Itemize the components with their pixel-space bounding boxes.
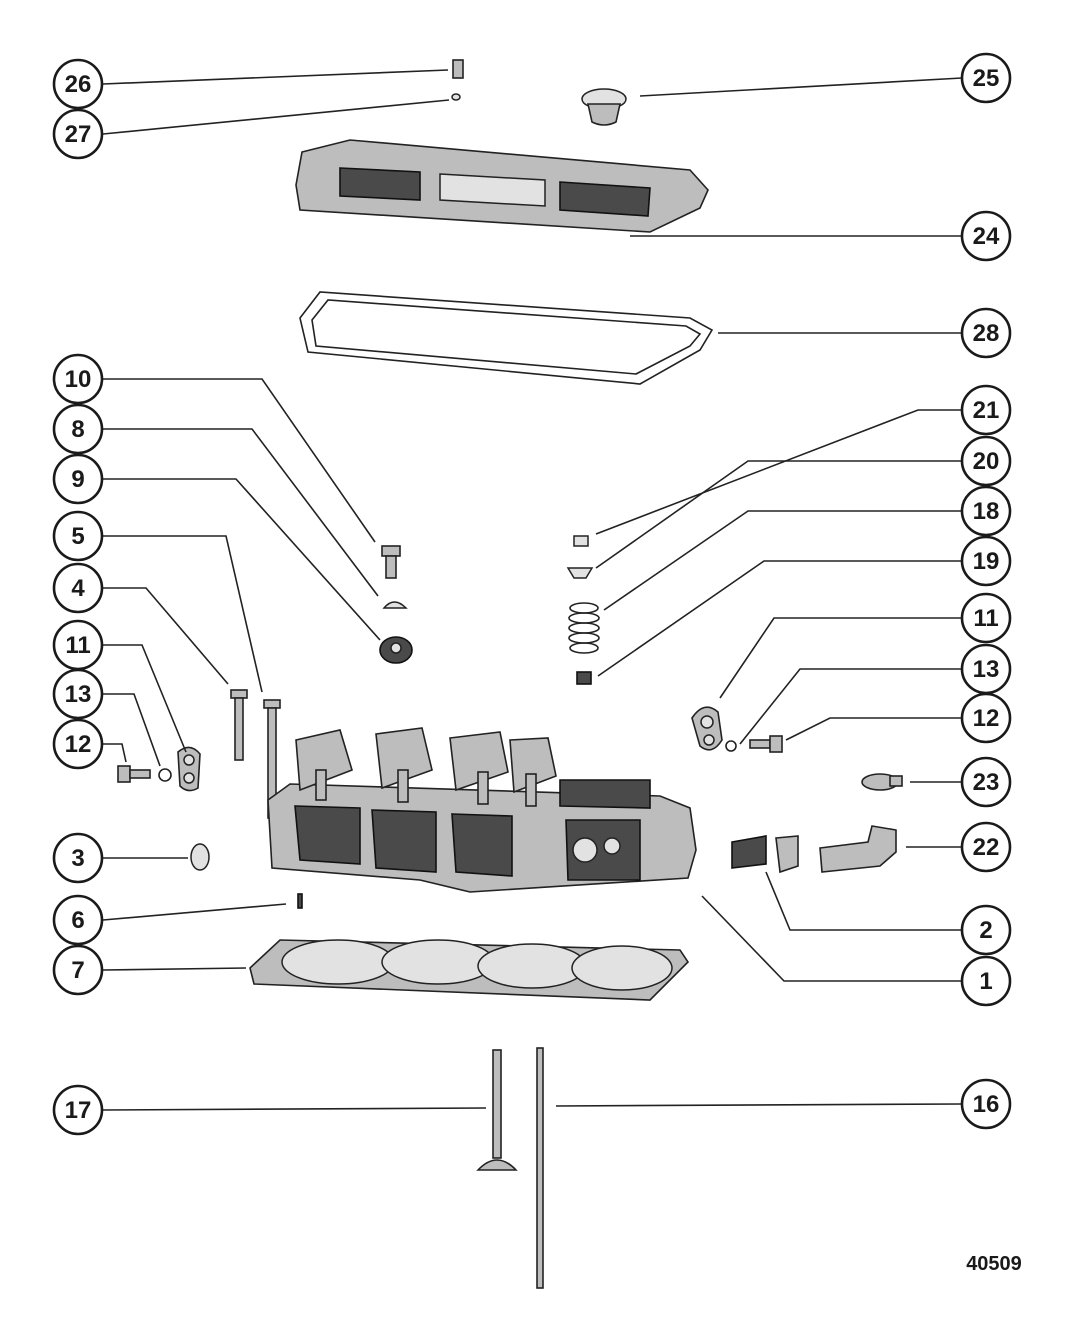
part-8-rocker-ball xyxy=(382,601,408,609)
part-27-washer xyxy=(451,93,461,101)
callout-9: 9 xyxy=(52,453,104,505)
callout-19: 19 xyxy=(960,535,1012,587)
callout-23-label: 23 xyxy=(973,769,1000,796)
callout-3-label: 3 xyxy=(71,845,84,872)
callout-7: 7 xyxy=(52,944,104,996)
part-19-valve-seal xyxy=(576,671,592,685)
callout-18: 18 xyxy=(960,485,1012,537)
part-13-left-washer xyxy=(158,768,172,782)
part-12-right-bolt xyxy=(749,735,783,753)
callout-21: 21 xyxy=(960,384,1012,436)
callout-12-right-label: 12 xyxy=(973,705,1000,732)
callout-5-label: 5 xyxy=(71,523,84,550)
callout-28-label: 28 xyxy=(973,320,1000,347)
callout-13-right-label: 13 xyxy=(973,656,1000,683)
callout-12-left: 12 xyxy=(52,718,104,770)
callout-8-label: 8 xyxy=(71,416,84,443)
part-fitting-nipple xyxy=(775,835,799,874)
part-6-dowel-pin xyxy=(297,893,303,909)
part-16-push-rod xyxy=(536,1047,544,1289)
part-13-right-washer xyxy=(725,740,737,752)
part-10-rocker-stud xyxy=(381,545,401,579)
callout-17: 17 xyxy=(52,1084,104,1136)
callout-20: 20 xyxy=(960,435,1012,487)
callout-22: 22 xyxy=(960,821,1012,873)
part-12-left-bolt xyxy=(117,765,151,783)
callout-6-label: 6 xyxy=(71,907,84,934)
callout-17-label: 17 xyxy=(65,1097,92,1124)
callout-9-label: 9 xyxy=(71,466,84,493)
part-28-cover-gasket xyxy=(299,291,714,385)
callout-11-left-label: 11 xyxy=(65,632,90,659)
part-22-hose-elbow xyxy=(819,825,897,873)
callout-16: 16 xyxy=(960,1078,1012,1130)
callout-24-label: 24 xyxy=(973,223,1000,250)
callout-2: 2 xyxy=(960,904,1012,956)
figure-number: 40509 xyxy=(966,1253,1022,1275)
part-1-cylinder-head xyxy=(267,727,697,893)
part-23-hose-clamp xyxy=(861,773,903,791)
callout-24: 24 xyxy=(960,210,1012,262)
part-2-fitting xyxy=(731,835,767,869)
callout-12-left-label: 12 xyxy=(65,731,92,758)
part-9-rocker-arm xyxy=(379,636,413,664)
callout-25: 25 xyxy=(960,52,1012,104)
callout-7-label: 7 xyxy=(71,957,84,984)
part-3-plug xyxy=(190,843,210,871)
part-7-head-gasket xyxy=(249,939,690,1001)
callout-4-label: 4 xyxy=(71,575,85,602)
callout-19-label: 19 xyxy=(973,548,1000,575)
leader-lines xyxy=(102,69,963,1111)
part-21-valve-lock xyxy=(573,535,589,547)
callout-21-label: 21 xyxy=(973,397,1000,424)
callout-10: 10 xyxy=(52,353,104,405)
part-17-valve xyxy=(476,1049,518,1171)
callout-20-label: 20 xyxy=(973,448,1000,475)
callout-5: 5 xyxy=(52,510,104,562)
callout-11-right-label: 11 xyxy=(973,605,998,632)
callout-27-label: 27 xyxy=(65,121,92,148)
callout-13-left-label: 13 xyxy=(65,681,92,708)
callout-28: 28 xyxy=(960,307,1012,359)
callout-16-label: 16 xyxy=(973,1091,1000,1118)
callout-1-label: 1 xyxy=(979,968,992,995)
callout-18-label: 18 xyxy=(973,498,1000,525)
callout-26: 26 xyxy=(52,58,104,110)
callout-22-label: 22 xyxy=(973,834,1000,861)
callout-13-left: 13 xyxy=(52,668,104,720)
callout-13-right: 13 xyxy=(960,643,1012,695)
callout-12-right: 12 xyxy=(960,692,1012,744)
part-18-valve-spring xyxy=(568,602,600,654)
callout-3: 3 xyxy=(52,832,104,884)
callout-10-label: 10 xyxy=(65,366,92,393)
callout-27: 27 xyxy=(52,108,104,160)
callout-2-label: 2 xyxy=(979,917,992,944)
part-25-filler-cap xyxy=(581,88,627,126)
part-11-left-bracket xyxy=(177,746,201,792)
part-4-head-bolt xyxy=(230,689,248,761)
callout-4: 4 xyxy=(52,562,104,614)
callout-26-label: 26 xyxy=(65,71,92,98)
callout-6: 6 xyxy=(52,894,104,946)
part-24-rocker-cover xyxy=(295,139,709,233)
part-26-screw xyxy=(452,59,464,79)
callout-11-left: 11 xyxy=(52,619,104,671)
callout-11-right: 11 xyxy=(960,592,1012,644)
part-11-right-bracket xyxy=(691,706,723,751)
part-20-spring-retainer xyxy=(566,567,594,579)
callout-1: 1 xyxy=(960,955,1012,1007)
callout-23: 23 xyxy=(960,756,1012,808)
callout-8: 8 xyxy=(52,403,104,455)
callout-25-label: 25 xyxy=(973,65,1000,92)
